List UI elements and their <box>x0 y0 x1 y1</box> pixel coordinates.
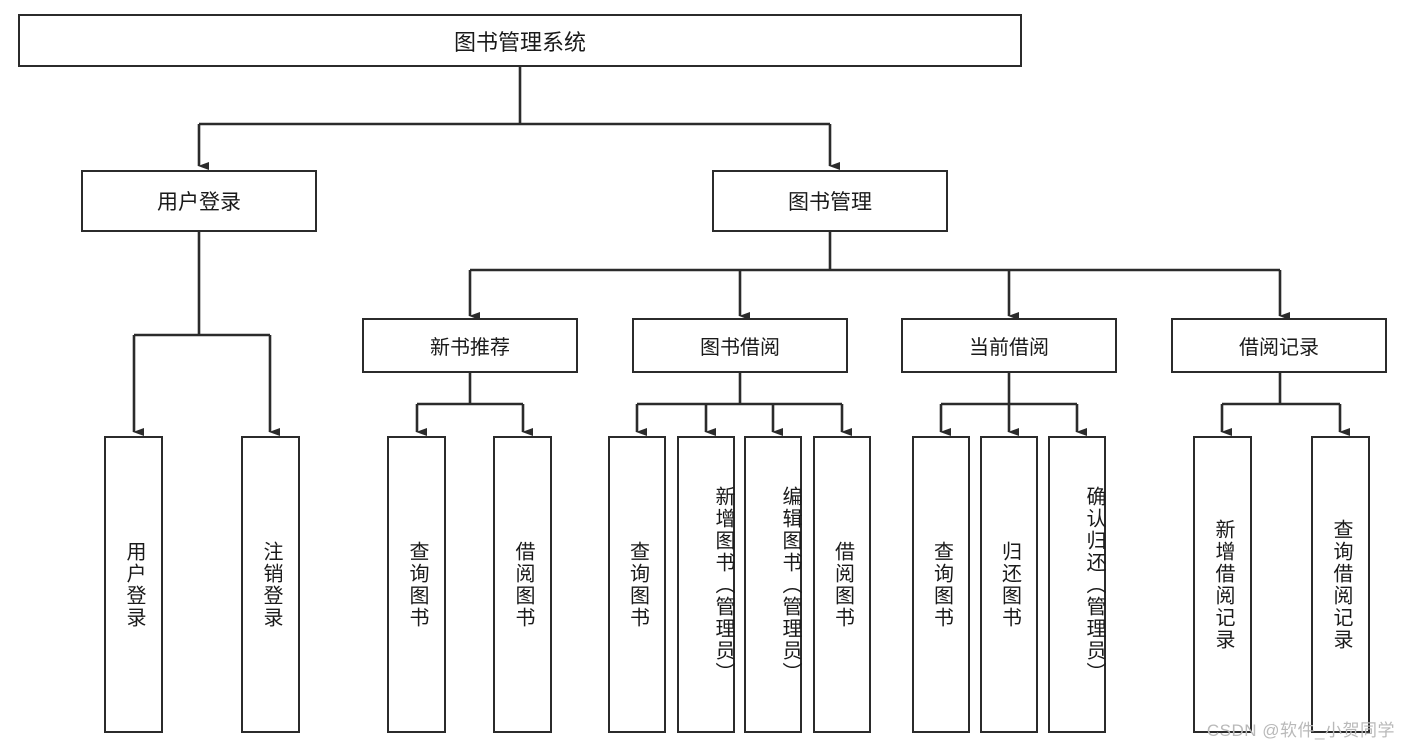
leaf-label: 查询图书 <box>930 540 953 629</box>
node-borrow-record-label: 借阅记录 <box>1239 337 1319 359</box>
leaf-label: 注销登录 <box>260 540 282 629</box>
leaf-book-borrow-edit-book[interactable]: 编辑图书（管理员） <box>744 436 802 733</box>
node-current-borrow-label: 当前借阅 <box>969 337 1049 359</box>
node-book-borrow-label: 图书借阅 <box>700 337 780 359</box>
leaf-label: 用户登录 <box>123 540 145 629</box>
leaf-label: 查询借阅记录 <box>1330 518 1352 651</box>
leaf-label: 新增借阅记录 <box>1212 518 1234 651</box>
leaf-book-borrow-query-book[interactable]: 查询图书 <box>608 436 666 733</box>
leaf-new-book-query-book[interactable]: 查询图书 <box>387 436 446 733</box>
leaf-label: 借阅图书 <box>831 540 854 629</box>
node-new-book-recommend-label: 新书推荐 <box>430 337 510 359</box>
node-root[interactable]: 图书管理系统 <box>18 14 1022 67</box>
leaf-label: 归还图书 <box>998 540 1021 629</box>
node-book-management[interactable]: 图书管理 <box>712 170 948 232</box>
node-new-book-recommend[interactable]: 新书推荐 <box>362 318 578 373</box>
leaf-new-book-borrow-book[interactable]: 借阅图书 <box>493 436 552 733</box>
leaf-book-borrow-borrow-book[interactable]: 借阅图书 <box>813 436 871 733</box>
leaf-label: 查询图书 <box>406 540 428 629</box>
node-user-login-label: 用户登录 <box>157 191 241 214</box>
leaf-borrow-record-query-record[interactable]: 查询借阅记录 <box>1311 436 1370 733</box>
leaf-current-borrow-query-book[interactable]: 查询图书 <box>912 436 970 733</box>
node-book-borrow[interactable]: 图书借阅 <box>632 318 848 373</box>
leaf-label: 确认归还（管理员） <box>1083 485 1105 684</box>
node-current-borrow[interactable]: 当前借阅 <box>901 318 1117 373</box>
leaf-borrow-record-add-record[interactable]: 新增借阅记录 <box>1193 436 1252 733</box>
node-root-label: 图书管理系统 <box>453 29 586 55</box>
csdn-watermark: CSDN @软件_小贺同学 <box>1206 721 1395 740</box>
leaf-current-borrow-confirm-return[interactable]: 确认归还（管理员） <box>1048 436 1106 733</box>
leaf-book-borrow-add-book[interactable]: 新增图书（管理员） <box>677 436 735 733</box>
leaf-label: 查询图书 <box>626 540 649 629</box>
node-user-login[interactable]: 用户登录 <box>81 170 317 232</box>
leaf-user-login-logout[interactable]: 注销登录 <box>241 436 300 733</box>
node-borrow-record[interactable]: 借阅记录 <box>1171 318 1387 373</box>
leaf-label: 新增图书（管理员） <box>712 485 734 684</box>
leaf-user-login-login[interactable]: 用户登录 <box>104 436 163 733</box>
node-book-management-label: 图书管理 <box>788 191 872 214</box>
leaf-label: 借阅图书 <box>512 540 534 629</box>
leaf-current-borrow-return-book[interactable]: 归还图书 <box>980 436 1038 733</box>
leaf-label: 编辑图书（管理员） <box>779 485 801 684</box>
